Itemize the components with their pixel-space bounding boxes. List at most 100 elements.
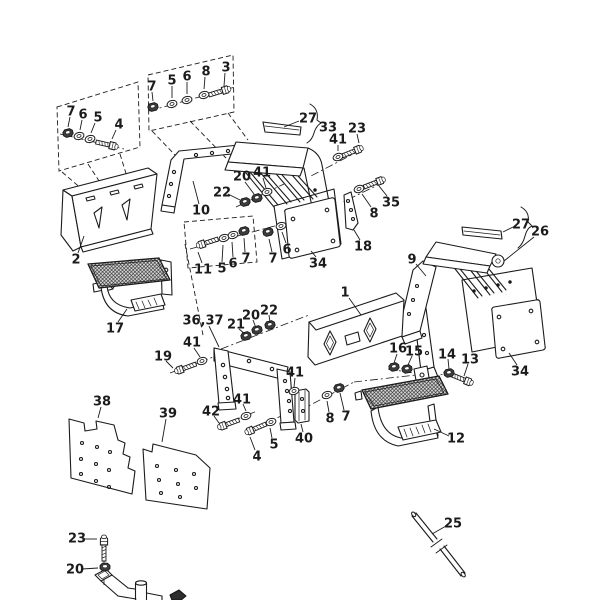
callout-4-a: 4 bbox=[114, 118, 123, 133]
leader-line-27-right bbox=[502, 226, 514, 233]
callout-21: 21 bbox=[227, 318, 245, 333]
bolt-3 bbox=[207, 84, 233, 99]
leader-line-11 bbox=[197, 251, 203, 264]
callout-27-right: 27 bbox=[512, 218, 530, 233]
callout-7-a: 7 bbox=[66, 105, 75, 120]
callout-7-right: 7 bbox=[341, 410, 350, 425]
callout-1: 1 bbox=[340, 286, 349, 301]
leader-line-9 bbox=[415, 263, 427, 277]
callout-34-left: 34 bbox=[309, 257, 327, 272]
leader-line-8-mid bbox=[361, 193, 372, 208]
callout-41-top: 41 bbox=[329, 133, 347, 148]
bolt-11 bbox=[194, 235, 220, 250]
nut-7-c bbox=[237, 225, 251, 237]
leader-line-34-right bbox=[508, 352, 518, 366]
leader-line-42 bbox=[213, 415, 220, 424]
part-2-support-panel bbox=[60, 167, 158, 253]
callout-5-bottom: 5 bbox=[269, 438, 278, 453]
callout-22-mid: 22 bbox=[260, 304, 278, 319]
part-40-clamp-bracket bbox=[294, 388, 310, 424]
leader-line-27-left bbox=[283, 120, 300, 128]
leader-line-17 bbox=[117, 308, 128, 323]
leader-line-36-37 bbox=[208, 325, 220, 348]
leader-line-22-top bbox=[227, 193, 241, 201]
callout-42: 42 bbox=[202, 405, 220, 420]
leader-line-8-right bbox=[326, 400, 330, 413]
callout-3-b: 3 bbox=[221, 61, 230, 76]
leader-line-10 bbox=[192, 180, 200, 205]
leader-line-7-right bbox=[339, 392, 345, 411]
callout-6-b: 6 bbox=[182, 70, 191, 85]
washer-6-b bbox=[180, 94, 194, 106]
nut-7-right bbox=[332, 382, 346, 394]
leader-line-8-b bbox=[203, 76, 206, 90]
part-36-37-support-bracket bbox=[213, 347, 297, 431]
callout-7-d: 7 bbox=[268, 252, 277, 267]
part-25-rod bbox=[411, 511, 466, 578]
washer-41-bottom bbox=[239, 410, 253, 422]
leader-line-4-bottom bbox=[249, 436, 256, 451]
leader-line-20-bottom bbox=[81, 567, 99, 570]
callout-33: 33 bbox=[319, 121, 337, 136]
callout-23-bottom: 23 bbox=[68, 532, 86, 547]
bolt-23-bottom bbox=[99, 534, 109, 562]
callout-11: 11 bbox=[194, 263, 212, 278]
callout-22-top: 22 bbox=[213, 186, 231, 201]
leader-line-5-bottom bbox=[269, 427, 273, 439]
callout-7-c: 7 bbox=[241, 252, 250, 267]
callout-25: 25 bbox=[444, 517, 462, 532]
part-1-shield-panel bbox=[307, 292, 405, 366]
callout-5-c: 5 bbox=[217, 262, 226, 277]
brace-33 bbox=[306, 103, 322, 144]
callout-34-right: 34 bbox=[511, 365, 529, 380]
callout-41-bottom: 41 bbox=[233, 393, 251, 408]
callout-6-a: 6 bbox=[78, 108, 87, 123]
hardware-box-b bbox=[147, 54, 235, 132]
hardware-box-a bbox=[56, 81, 141, 172]
callout-35: 35 bbox=[382, 196, 400, 211]
callout-8-right: 8 bbox=[325, 412, 334, 427]
leader-line-20-mid bbox=[252, 319, 257, 329]
leader-line-12 bbox=[433, 428, 450, 437]
callout-40: 40 bbox=[295, 432, 313, 447]
callout-41-left: 41 bbox=[183, 336, 201, 351]
leader-line-35 bbox=[378, 185, 388, 197]
leader-line-39 bbox=[161, 418, 167, 443]
leader-line-7-d bbox=[268, 238, 273, 253]
callout-12: 12 bbox=[447, 432, 465, 447]
bolt-4 bbox=[94, 137, 120, 152]
leader-line-6-a bbox=[79, 119, 83, 131]
leader-line-14 bbox=[447, 358, 450, 370]
nut-22-top bbox=[238, 196, 252, 208]
bolt-35 bbox=[362, 175, 387, 191]
leader-line-6-d bbox=[281, 231, 287, 244]
leader-line-41-right bbox=[293, 377, 296, 388]
callout-13: 13 bbox=[461, 353, 479, 368]
callout-19: 19 bbox=[154, 350, 172, 365]
callout-39: 39 bbox=[159, 407, 177, 422]
callout-14: 14 bbox=[438, 348, 456, 363]
callout-5-a: 5 bbox=[93, 111, 102, 126]
leader-line-22-mid bbox=[268, 314, 271, 323]
leader-line-38 bbox=[97, 406, 102, 419]
leader-line-4-a bbox=[111, 129, 117, 140]
leader-line-2 bbox=[77, 235, 85, 254]
callout-38: 38 bbox=[93, 395, 111, 410]
leader-line-19 bbox=[165, 360, 174, 369]
callout-8-b: 8 bbox=[201, 65, 210, 80]
leader-line-6-c bbox=[231, 241, 234, 258]
callout-27-left: 27 bbox=[299, 112, 317, 127]
part-38-panel bbox=[68, 418, 136, 495]
leader-line-20-top bbox=[244, 181, 255, 195]
washer-8-b bbox=[197, 89, 211, 101]
leader-line-7-c bbox=[243, 237, 246, 253]
nut-20-bottom bbox=[99, 562, 111, 572]
callout-2: 2 bbox=[71, 253, 80, 268]
callout-6-d: 6 bbox=[282, 243, 291, 258]
callout-20-top: 20 bbox=[233, 170, 251, 185]
leader-line-41-mid bbox=[262, 177, 267, 189]
part-34-mudflap-right bbox=[491, 299, 546, 359]
callout-41-right: 41 bbox=[286, 366, 304, 381]
